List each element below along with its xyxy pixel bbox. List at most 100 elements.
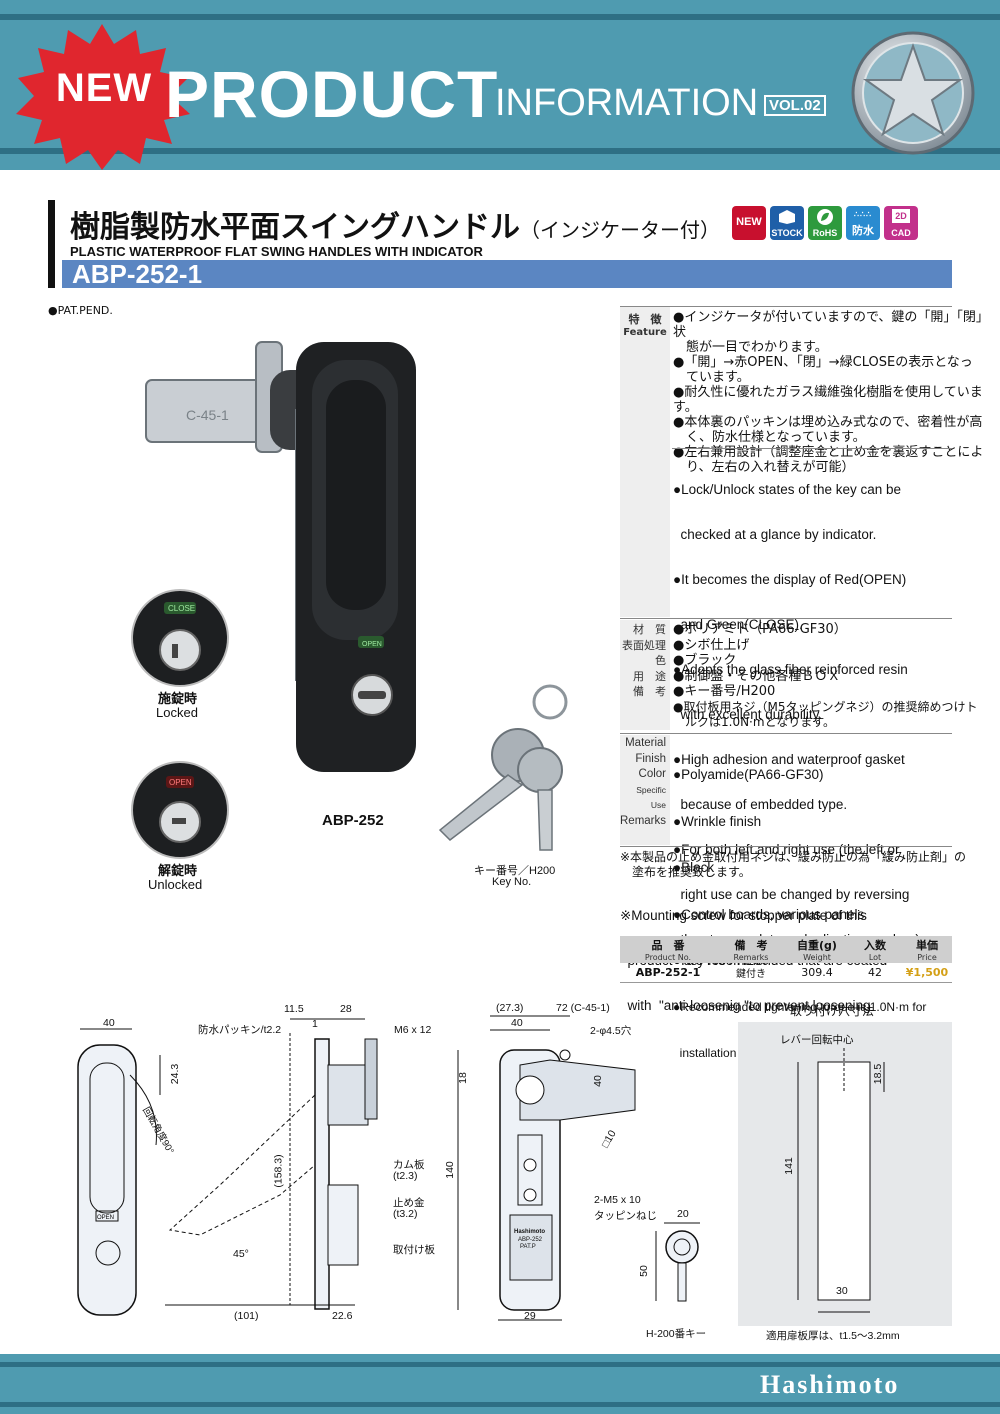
- badge-label: CAD: [891, 228, 911, 238]
- leaf-icon: [817, 209, 833, 225]
- front-open-mark: OPEN: [97, 1215, 114, 1221]
- product-title-jp: 樹脂製防水平面スイングハンドル（インジケーター付）: [70, 202, 720, 246]
- screw-m6-label: M6 x 12: [394, 1024, 432, 1036]
- key-model-label: H-200番キー: [646, 1328, 707, 1340]
- plate-model: ABP-252: [518, 1237, 543, 1243]
- badge-waterproof: ∴∴∴ 防水: [846, 206, 880, 240]
- cutout-title: 取り付け穴寸法: [790, 1004, 875, 1018]
- footer-stripe: [0, 1402, 1000, 1407]
- model-band: [62, 260, 952, 288]
- photo-model-label: ABP-252: [322, 812, 384, 829]
- dim-side-158-3: (158.3): [272, 1154, 285, 1188]
- spec-labels-en: Material Finish Color Specific Use Remar…: [620, 735, 670, 845]
- title-sub: （インジケーター付）: [520, 218, 720, 242]
- patent-pending: ●PAT.PEND.: [48, 304, 113, 317]
- stopper-thickness: (t3.2): [393, 1208, 418, 1220]
- dim-back-140: 140: [443, 1161, 456, 1179]
- badge-cad: 2D CAD: [884, 206, 918, 240]
- lever-center-label: レバー回転中心: [780, 1034, 854, 1046]
- dim-cutout-30: 30: [836, 1285, 848, 1297]
- feature-label-en: Feature: [623, 327, 667, 338]
- dim-back-72: 72 (C-45-1): [556, 1002, 610, 1014]
- star-emblem-icon: [851, 31, 975, 155]
- dim-cutout-141: 141: [782, 1157, 795, 1175]
- open-indicator-text: OPEN: [169, 778, 192, 787]
- water-drops-icon: ∴∴∴: [853, 210, 873, 219]
- spec-bottom-rule: [620, 846, 952, 847]
- spec-labels-jp: 材 質 表面処理 色 用 途 備 考: [620, 620, 670, 730]
- dim-cutout-18-5: 18.5: [872, 1063, 885, 1085]
- feature-label-jp: 特 徴: [628, 313, 662, 326]
- front-view-drawing: OPEN: [77, 1028, 161, 1316]
- note-jp: ※本製品の止め金取付用ネジは、緩み防止の為「緩み防止剤」の 塗布を推奨致します。: [620, 850, 967, 879]
- product-photo: C-45-1 OPEN: [145, 341, 568, 851]
- cutout-drawing: [738, 1022, 952, 1326]
- volume-label: VOL.02: [764, 95, 826, 116]
- dim-back-40-height: 40: [591, 1075, 604, 1087]
- new-label: NEW: [55, 66, 153, 110]
- table-row: ABP-252-1 鍵付き 309.4 42 ¥1,500: [620, 963, 952, 983]
- badge-label: 防水: [852, 225, 874, 237]
- door-thickness-note: 適用扉板厚は、t1.5～3.2mm: [766, 1330, 900, 1342]
- spec-top-rule: [620, 306, 952, 307]
- header-stripe: [0, 14, 1000, 20]
- header-stripe: [0, 148, 1000, 154]
- plate-pat: PAT.P: [520, 1244, 536, 1250]
- dim-back-29: 29: [524, 1310, 536, 1322]
- close-indicator-text: CLOSE: [168, 604, 195, 613]
- feature-divider: [672, 448, 952, 449]
- dim-key-50: 50: [637, 1265, 650, 1277]
- screw-m5-label: 2-M5 x 10: [594, 1194, 641, 1206]
- footer-stripe: [0, 1362, 1000, 1367]
- gasket-label: 防水パッキン/t2.2: [198, 1024, 282, 1036]
- cad-2d-icon: 2D: [892, 209, 910, 223]
- stopper-label: 止め金: [393, 1197, 425, 1209]
- mount-plate-label: 取付け板: [393, 1244, 435, 1256]
- dim-side-28: 28: [340, 1003, 352, 1015]
- brand-logo: Hashimoto: [760, 1370, 900, 1399]
- locked-label-jp: 施錠時: [158, 691, 198, 706]
- dim-back-27-3: (27.3): [496, 1002, 524, 1014]
- information-heading: INFORMATION: [495, 82, 759, 124]
- product-heading: PRODUCT: [165, 57, 499, 131]
- dim-side-11-5: 11.5: [284, 1003, 304, 1015]
- key-number-jp: キー番号／H200: [474, 865, 556, 877]
- stock-box-icon: [779, 210, 795, 224]
- dim-side-101: (101): [234, 1310, 259, 1322]
- dim-key-20: 20: [677, 1208, 689, 1220]
- cam-plate-thickness: (t2.3): [393, 1170, 418, 1182]
- new-starburst-icon: [16, 24, 190, 170]
- lever-marking: C-45-1: [186, 407, 229, 423]
- hole-spec-label: 2-φ4.5穴: [590, 1025, 632, 1037]
- badge-new: NEW: [732, 206, 766, 240]
- header-weight: 自重(g)Weight: [786, 936, 848, 963]
- dim-back-18: 18: [456, 1072, 469, 1084]
- plate-brand: Hashimoto: [514, 1229, 546, 1235]
- features-en: ●Lock/Unlock states of the key can be ch…: [673, 482, 920, 947]
- locked-label-en: Locked: [156, 705, 198, 720]
- product-title-en: PLASTIC WATERPROOF FLAT SWING HANDLES WI…: [70, 244, 483, 259]
- key-drawing: [655, 1222, 700, 1302]
- dim-side-22-6: 22.6: [332, 1310, 353, 1322]
- back-view-drawing: [457, 1015, 636, 1321]
- title-accent-bar: [48, 200, 55, 288]
- dim-back-40-width: 40: [511, 1017, 523, 1029]
- spec-rule: [620, 618, 952, 619]
- footer-band: [0, 1354, 1000, 1414]
- side-view-drawing: [165, 1018, 378, 1310]
- spec-rule: [620, 733, 952, 734]
- locked-detail-photo: CLOSE: [131, 589, 229, 687]
- dim-side-1: 1: [312, 1018, 318, 1030]
- badge-label: RoHS: [812, 228, 838, 238]
- badge-label: NEW: [736, 216, 762, 228]
- unlocked-label-jp: 解錠時: [158, 863, 198, 878]
- unlocked-label-en: Unlocked: [148, 877, 203, 892]
- badge-stock: STOCK: [770, 206, 804, 240]
- unlocked-detail-photo: OPEN: [131, 761, 229, 859]
